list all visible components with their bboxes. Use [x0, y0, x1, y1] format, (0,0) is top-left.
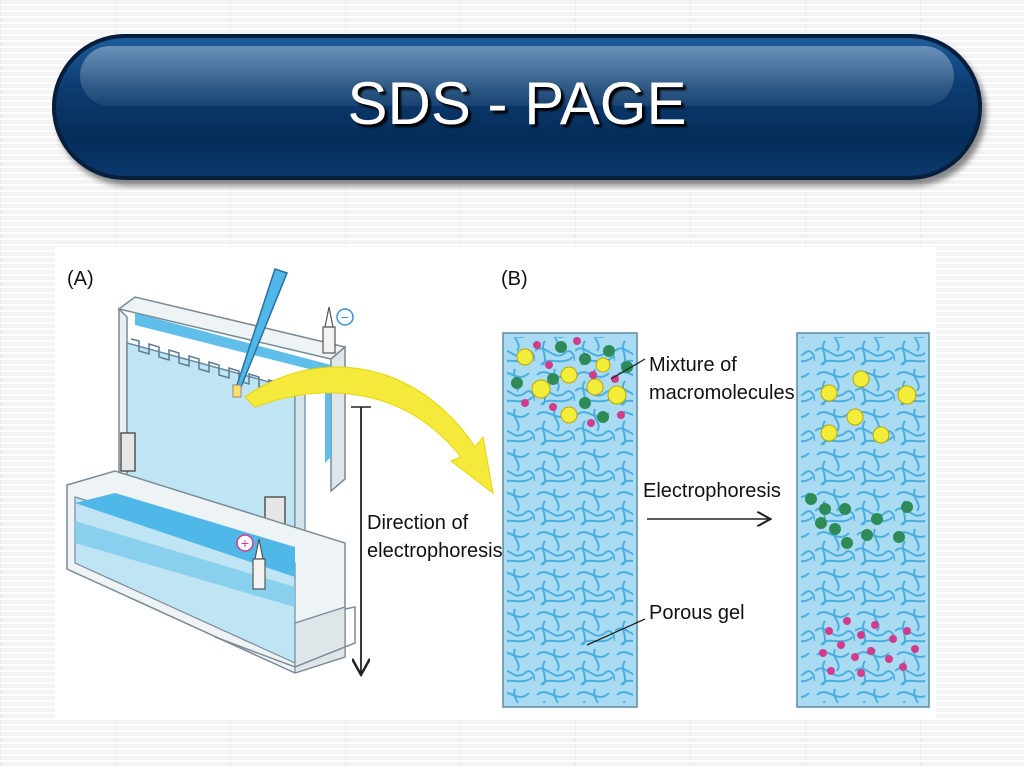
porous-gel-pointer: [586, 618, 646, 646]
minus-electrode-icon: −: [336, 308, 354, 326]
electrophoresis-label: Electrophoresis: [643, 480, 781, 502]
sds-page-diagram: (A): [66, 268, 930, 708]
mixture-pointer: [610, 358, 646, 380]
gel-column-before: [502, 332, 638, 708]
plus-electrode-icon: +: [236, 534, 254, 552]
transfer-arrow: [244, 366, 494, 495]
svg-text:−: −: [341, 309, 349, 325]
molecule-mixture: [511, 337, 633, 427]
panel-a-label: (A): [67, 268, 94, 290]
electrophoresis-apparatus: [66, 268, 356, 674]
large-molecule-band: [820, 370, 917, 444]
slide-title: SDS - PAGE: [347, 70, 687, 137]
porous-gel-label: Porous gel: [649, 602, 745, 624]
comb-wells: [130, 338, 294, 392]
title-gloss: [80, 46, 954, 106]
upper-buffer: [135, 313, 331, 463]
medium-molecule-band: [805, 493, 913, 549]
lower-buffer: [75, 493, 295, 577]
direction-label-line1: Direction of: [367, 512, 469, 534]
figure-panel: (A): [55, 247, 936, 720]
mixture-label-line2: macromolecules: [649, 382, 795, 404]
left-clamp: [120, 432, 136, 472]
direction-arrow: [351, 406, 371, 673]
gel-column-after: [796, 332, 930, 708]
small-molecule-band: [819, 617, 919, 677]
svg-text:+: +: [241, 535, 249, 551]
panel-b-label: (B): [501, 268, 528, 290]
mixture-label-line1: Mixture of: [649, 354, 737, 376]
direction-label-line2: electrophoresis: [367, 540, 503, 562]
title-banner: SDS - PAGE: [52, 34, 982, 180]
